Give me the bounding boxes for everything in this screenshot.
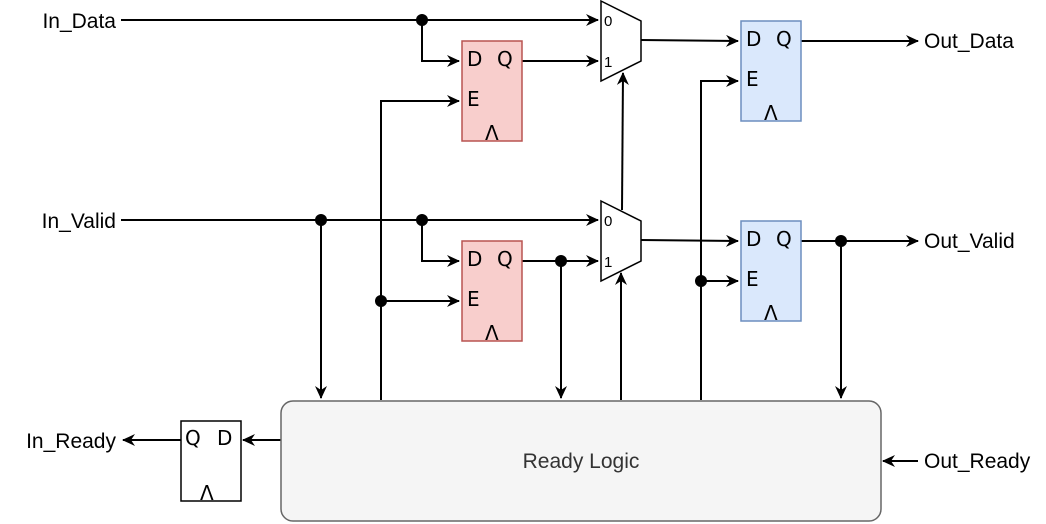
junction-dot — [375, 295, 387, 307]
port-out-data: Out_Data — [924, 30, 1014, 53]
mux-input-1-label: 1 — [604, 54, 612, 71]
wire-in-data-to-data-skid — [421, 20, 460, 67]
clock-symbol: Λ — [764, 101, 778, 125]
port-in-data: In_Data — [42, 10, 116, 33]
junction-dot — [315, 214, 327, 226]
wire-in-valid-to-valid-skid — [421, 220, 460, 267]
ff-e-label: E — [746, 267, 759, 291]
clock-symbol: Λ — [485, 321, 499, 345]
mux-input-0-label: 0 — [604, 213, 612, 230]
data-mux: 0 1 — [600, 0, 642, 83]
junction-dot — [416, 14, 428, 26]
clock-symbol: Λ — [485, 121, 499, 145]
in-ready-register: Q D Λ — [180, 420, 242, 505]
ff-e-label: E — [467, 287, 480, 311]
out-data-register: D Q E Λ — [740, 20, 802, 125]
wire-valid-mux-to-out-reg — [640, 234, 739, 247]
junction-dot — [416, 214, 428, 226]
ff-q-label: Q — [185, 426, 201, 450]
wire-mux-select-data — [616, 72, 629, 211]
ready-logic-label: Ready Logic — [523, 450, 640, 473]
ff-e-label: E — [467, 87, 480, 111]
out-valid-register: D Q E Λ — [740, 220, 802, 325]
wire-skid-enable-data — [380, 95, 460, 400]
valid-skid-register: D Q E Λ — [461, 240, 523, 345]
clock-symbol: Λ — [764, 301, 778, 325]
ff-q-label: Q — [497, 247, 513, 271]
ff-q-label: Q — [497, 47, 513, 71]
ff-q-label: Q — [776, 227, 792, 251]
clock-symbol: Λ — [200, 481, 214, 505]
port-in-ready: In_Ready — [26, 430, 116, 453]
ff-d-label: D — [746, 27, 761, 51]
port-in-valid: In_Valid — [42, 210, 116, 233]
ff-q-label: Q — [776, 27, 792, 51]
port-out-valid: Out_Valid — [924, 230, 1015, 253]
port-out-ready: Out_Ready — [924, 450, 1031, 473]
ff-d-label: D — [746, 227, 761, 251]
ff-d-label: D — [467, 247, 482, 271]
junction-dot — [555, 255, 567, 267]
junction-dot — [835, 235, 847, 247]
ff-e-label: E — [746, 67, 759, 91]
valid-mux: 0 1 — [600, 199, 642, 283]
wire-data-mux-to-out-reg — [640, 34, 739, 47]
mux-input-0-label: 0 — [604, 13, 612, 30]
ff-d-label: D — [467, 47, 482, 71]
junction-dot — [695, 275, 707, 287]
ff-d-label: D — [217, 426, 232, 450]
mux-input-1-label: 1 — [604, 254, 612, 271]
data-skid-register: D Q E Λ — [461, 40, 523, 145]
wire-out-enable-data — [700, 75, 739, 400]
ready-logic-block: Ready Logic — [280, 400, 882, 522]
